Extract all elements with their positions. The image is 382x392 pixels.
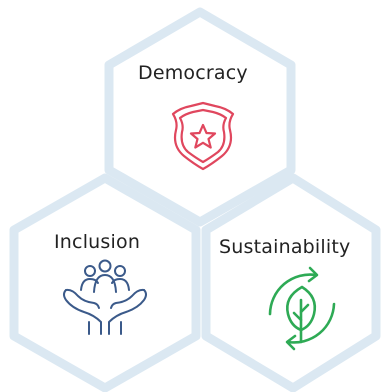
police-badge-star-icon [171,101,235,171]
hexagon-inclusion [9,173,201,392]
sustainability-label: Sustainability [219,236,351,258]
hexagon-sustainability [201,173,381,392]
hexagon-outlines [9,7,381,392]
hands-holding-people-icon [63,259,147,335]
inclusion-label: Inclusion [54,231,141,253]
hexagon-democracy [104,7,296,227]
democracy-label: Democracy [138,62,248,84]
leaf-recycle-icon [268,266,336,351]
